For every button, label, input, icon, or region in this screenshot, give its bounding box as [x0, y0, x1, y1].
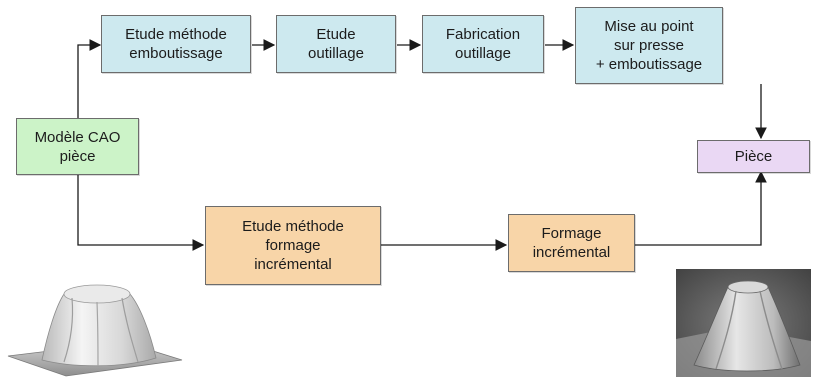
arrow-cao-to-formage-study — [77, 175, 205, 251]
node-modele-cao: Modèle CAO pièce — [16, 118, 139, 175]
node-etude-outillage: Etude outillage — [276, 15, 396, 73]
formed-part-photo — [676, 269, 811, 377]
node-mise-au-point: Mise au point sur presse + emboutissage — [575, 7, 723, 84]
node-formage-incremental: Formage incrémental — [508, 214, 635, 272]
node-piece: Pièce — [697, 140, 810, 173]
node-etude-methode-formage: Etude méthode formage incrémental — [205, 206, 381, 285]
cad-model-image — [7, 284, 183, 377]
arrow-formage-to-piece — [635, 170, 767, 246]
arrow-cao-to-emboutissage — [77, 39, 102, 118]
node-fabrication-outillage: Fabrication outillage — [422, 15, 544, 73]
node-etude-methode-emboutissage: Etude méthode emboutissage — [101, 15, 251, 73]
